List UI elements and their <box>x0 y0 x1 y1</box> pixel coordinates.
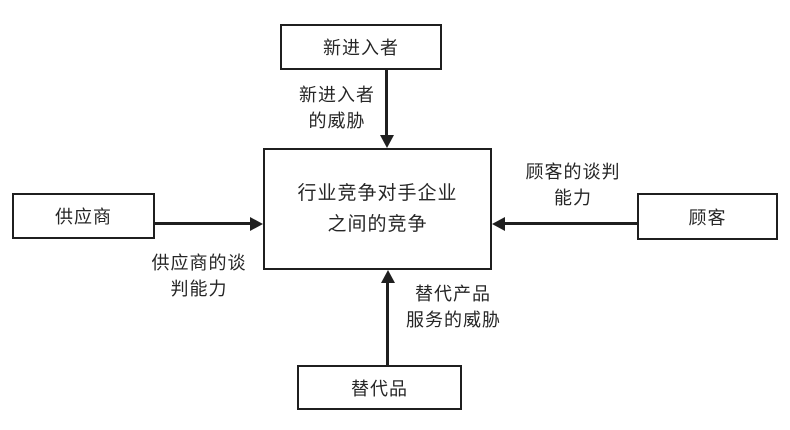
label-threat-of-substitutes-line1: 替代产品 <box>415 284 491 304</box>
label-customer-bargaining-power-line1: 顾客的谈判 <box>525 162 621 182</box>
box-suppliers: 供应商 <box>12 193 155 239</box>
arrow-suppliers-head-icon <box>250 217 263 231</box>
arrow-customers-head-icon <box>492 217 505 231</box>
box-industry-rivalry-line1: 行业竞争对手企业 <box>297 183 458 204</box>
label-threat-of-new-entrants-line2: 的威胁 <box>308 111 366 131</box>
arrow-suppliers-line <box>155 222 252 225</box>
label-supplier-bargaining-power-line2: 判能力 <box>170 279 228 299</box>
box-customers: 顾客 <box>637 193 778 240</box>
label-threat-of-new-entrants: 新进入者 的威胁 <box>287 82 387 134</box>
label-threat-of-new-entrants-line1: 新进入者 <box>299 85 375 105</box>
arrow-new-entrants-head-icon <box>380 135 394 148</box>
arrow-customers-line <box>503 222 637 225</box>
box-industry-rivalry-line2: 之间的竞争 <box>327 214 428 235</box>
box-new-entrants: 新进入者 <box>280 24 442 70</box>
box-industry-rivalry: 行业竞争对手企业 之间的竞争 <box>263 148 492 270</box>
label-threat-of-substitutes-line2: 服务的威胁 <box>406 310 501 330</box>
arrow-substitutes-line <box>386 281 389 365</box>
label-supplier-bargaining-power: 供应商的谈 判能力 <box>148 250 250 302</box>
label-customer-bargaining-power: 顾客的谈判 能力 <box>518 159 628 211</box>
box-customers-label: 顾客 <box>688 207 727 228</box>
arrow-substitutes-head-icon <box>381 270 395 283</box>
box-substitutes: 替代品 <box>297 365 462 410</box>
box-new-entrants-label: 新进入者 <box>323 38 399 58</box>
arrow-new-entrants-line <box>385 70 388 137</box>
box-suppliers-label: 供应商 <box>55 207 112 227</box>
box-substitutes-label: 替代品 <box>351 378 408 399</box>
label-threat-of-substitutes: 替代产品 服务的威胁 <box>406 281 500 333</box>
label-supplier-bargaining-power-line1: 供应商的谈 <box>151 253 247 273</box>
label-customer-bargaining-power-line2: 能力 <box>554 188 592 208</box>
